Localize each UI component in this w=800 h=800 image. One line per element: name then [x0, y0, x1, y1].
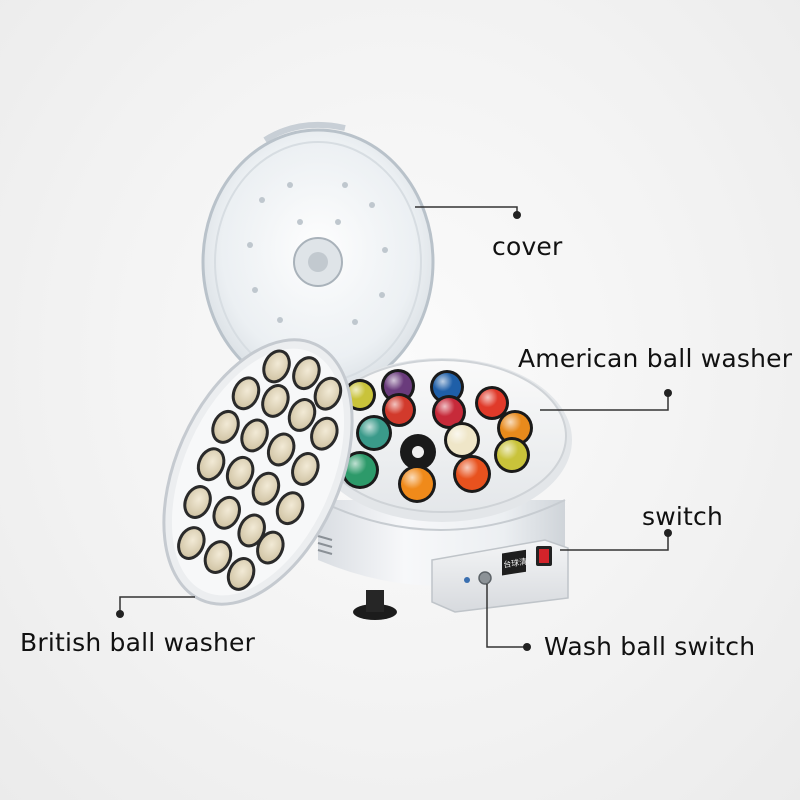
rocker-switch[interactable] [539, 549, 549, 563]
pool-ball [494, 437, 530, 473]
pool-ball [432, 395, 466, 429]
pool-ball [382, 393, 416, 427]
pool-ball [444, 422, 480, 458]
american-ball-washer-label: American ball washer [518, 344, 793, 373]
pool-ball [453, 455, 491, 493]
british-washer-tray [162, 338, 354, 606]
control-panel [431, 539, 569, 613]
cover-label: cover [492, 232, 563, 261]
british-ball-washer-label: British ball washer [20, 628, 256, 657]
pool-ball [430, 370, 464, 404]
pool-ball [381, 369, 415, 403]
pool-ball [400, 434, 436, 470]
panel-text: 台球清洗 [503, 555, 536, 570]
pool-ball [341, 451, 379, 489]
pool-ball [398, 465, 436, 503]
wash-ball-switch-label: Wash ball switch [544, 632, 756, 661]
pool-ball [356, 415, 392, 451]
wash-button[interactable] [478, 571, 492, 585]
switch-label: switch [642, 502, 724, 531]
tray-cups [177, 349, 343, 591]
pool-ball [475, 386, 509, 420]
pool-ball [497, 410, 533, 446]
